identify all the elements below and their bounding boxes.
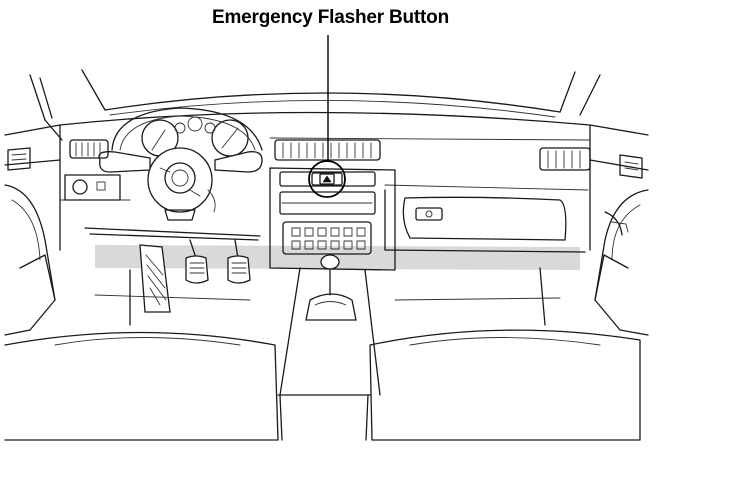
left-controls	[7, 139, 121, 201]
center-console	[269, 167, 396, 271]
hazard-button	[319, 173, 335, 185]
callout-marker	[308, 35, 346, 198]
seats	[4, 267, 641, 441]
door-panels	[4, 184, 649, 336]
pedals	[84, 227, 261, 313]
right-vent	[539, 147, 643, 179]
callout-circle	[308, 160, 346, 198]
gear-shifter	[279, 254, 381, 396]
windshield-frame	[29, 69, 601, 141]
glovebox	[402, 196, 567, 241]
callout-label: Emergency Flasher Button	[212, 7, 449, 28]
hazard-triangle-icon	[322, 175, 332, 183]
steering-wheel	[98, 147, 263, 221]
